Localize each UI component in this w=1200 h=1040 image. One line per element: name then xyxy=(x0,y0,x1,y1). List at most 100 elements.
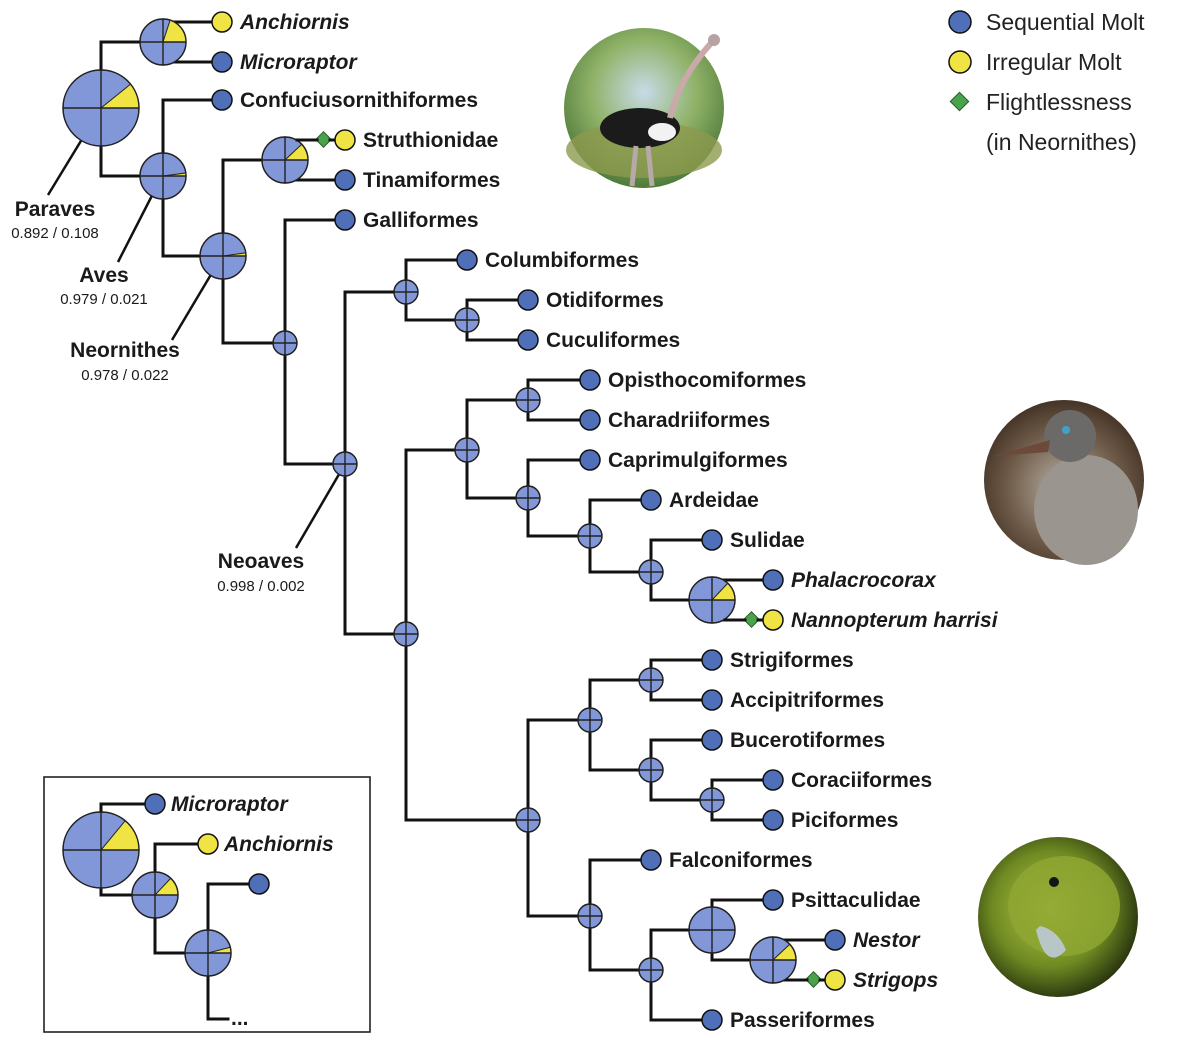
taxon-label-otidiformes: Otidiformes xyxy=(546,289,664,312)
tip-psittaculidae xyxy=(762,889,784,911)
inset-pie-inset_aves xyxy=(184,929,232,977)
node-pie-otidimorphae xyxy=(454,307,480,333)
taxon-label-opisthocomiformes: Opisthocomiformes xyxy=(608,369,806,392)
taxon-label-phalacrocorax: Phalacrocorax xyxy=(791,569,937,592)
tip-cuculiformes xyxy=(517,329,539,351)
taxon-label-confuciusornithiformes: Confuciusornithiformes xyxy=(240,89,478,112)
node-pie-suliformes xyxy=(638,559,664,585)
inset-pie-inset_avialae xyxy=(131,871,179,919)
node-pie-opisthocomi_charadrii xyxy=(515,387,541,413)
tip-microraptor xyxy=(211,51,233,73)
node-pie-core_neoaves xyxy=(393,621,419,647)
node-pie-buceros_clade xyxy=(638,757,664,783)
clade-label-aves: Aves xyxy=(79,264,128,287)
taxon-label-nestor: Nestor xyxy=(853,929,921,952)
tip-falconiformes xyxy=(640,849,662,871)
node-pie-ardeid_sulid xyxy=(577,523,603,549)
tip-columbiformes xyxy=(456,249,478,271)
tip-coraciiformes xyxy=(762,769,784,791)
tip-anchiornis xyxy=(211,11,233,33)
clade-probs-neornithes: 0.978 / 0.022 xyxy=(81,367,169,384)
clade-label-neoaves: Neoaves xyxy=(218,550,304,573)
taxon-label-columbiformes: Columbiformes xyxy=(485,249,639,272)
taxon-label-strigops: Strigops xyxy=(853,969,938,992)
taxon-label-cuculiformes: Cuculiformes xyxy=(546,329,680,352)
tip-nestor xyxy=(824,929,846,951)
tip-accipitriformes xyxy=(701,689,723,711)
taxon-label-struthionidae: Struthionidae xyxy=(363,129,498,152)
taxon-label-ardeidae: Ardeidae xyxy=(669,489,759,512)
node-pie-waterbird_clade xyxy=(454,437,480,463)
tip-strigops xyxy=(824,969,846,991)
node-pie-strig_accip xyxy=(638,667,664,693)
inset-label-anchiornis: Anchiornis xyxy=(223,833,334,856)
tip-sulidae xyxy=(701,529,723,551)
flightless-marker-struthionidae xyxy=(315,131,332,148)
node-pie-neognathae xyxy=(272,330,298,356)
legend-flightless-label: Flightlessness xyxy=(986,89,1132,115)
clade-probs-neoaves: 0.998 / 0.002 xyxy=(217,578,305,595)
node-pie-columbimorphae xyxy=(393,279,419,305)
inset-pie-inset_paraves xyxy=(62,811,140,889)
node-pie-phalacrocoracidae xyxy=(688,576,736,624)
node-pie-caprimulg_aequorlit xyxy=(515,485,541,511)
flightless-marker-strigops xyxy=(805,971,822,988)
tip-passeriformes xyxy=(701,1009,723,1031)
node-pie-psittaciformes xyxy=(688,906,736,954)
clade-label-neornithes: Neornithes xyxy=(70,339,180,362)
legend-irregular-swatch xyxy=(948,50,972,74)
node-pie-palaeognathae xyxy=(261,136,309,184)
taxon-label-tinamiformes: Tinamiformes xyxy=(363,169,500,192)
tip-opisthocomiformes xyxy=(579,369,601,391)
legend-sequential-swatch xyxy=(948,10,972,34)
node-pie-afroaves xyxy=(577,707,603,733)
tip-confuciusornithiformes xyxy=(211,89,233,111)
inset-alternative-topology: Microraptor Anchiornis ... xyxy=(43,776,371,1033)
tip-phalacrocorax xyxy=(762,569,784,591)
inset-frame xyxy=(43,776,371,1033)
inset-tip-anchiornis xyxy=(197,833,219,855)
ancestral-state-pies xyxy=(62,18,797,984)
tip-nannopterum-harrisi xyxy=(762,609,784,631)
taxon-label-anchiornis: Anchiornis xyxy=(239,11,350,34)
flightless-cormorant-photo xyxy=(984,400,1144,565)
tip-states: AnchiornisMicroraptorConfuciusornithifor… xyxy=(211,11,999,1032)
inset-label-microraptor: Microraptor xyxy=(171,793,290,816)
taxon-label-caprimulgiformes: Caprimulgiformes xyxy=(608,449,788,472)
node-pie-aves xyxy=(139,152,187,200)
taxon-label-strigiformes: Strigiformes xyxy=(730,649,854,672)
inset-tip-microraptor xyxy=(144,793,166,815)
legend-irregular-label: Irregular Molt xyxy=(986,49,1122,75)
node-pie-neornithes xyxy=(199,232,247,280)
tip-ardeidae xyxy=(640,489,662,511)
tip-caprimulgiformes xyxy=(579,449,601,471)
taxon-label-galliformes: Galliformes xyxy=(363,209,479,232)
node-pie-neoaves xyxy=(332,451,358,477)
legend-sequential-label: Sequential Molt xyxy=(986,9,1145,35)
node-pie-landbirds xyxy=(515,807,541,833)
legend-flightless-swatch xyxy=(949,91,970,112)
node-pie-paraves xyxy=(62,69,140,147)
clade-probs-paraves: 0.892 / 0.108 xyxy=(11,225,99,242)
tip-tinamiformes xyxy=(334,169,356,191)
legend: Sequential Molt Irregular Molt Flightles… xyxy=(948,9,1145,155)
tip-struthionidae xyxy=(334,129,356,151)
node-pie-corac_pici xyxy=(699,787,725,813)
tip-piciformes xyxy=(762,809,784,831)
clade-label-paraves: Paraves xyxy=(15,198,96,221)
taxon-label-nannopterum-harrisi: Nannopterum harrisi xyxy=(791,609,999,632)
flightless-marker-nannopterum-harrisi xyxy=(743,611,760,628)
kakapo-photo xyxy=(978,837,1138,997)
legend-flightless-sublabel: (in Neornithes) xyxy=(986,129,1137,155)
node-pie-australaves xyxy=(577,903,603,929)
taxon-label-psittaculidae: Psittaculidae xyxy=(791,889,921,912)
taxon-label-piciformes: Piciformes xyxy=(791,809,898,832)
taxon-label-accipitriformes: Accipitriformes xyxy=(730,689,884,712)
node-pie-strigopidae xyxy=(749,936,797,984)
taxon-label-charadriiformes: Charadriiformes xyxy=(608,409,770,432)
node-pie-psittacopasserae xyxy=(638,957,664,983)
ostrich-photo xyxy=(564,28,724,188)
tip-otidiformes xyxy=(517,289,539,311)
tip-charadriiformes xyxy=(579,409,601,431)
